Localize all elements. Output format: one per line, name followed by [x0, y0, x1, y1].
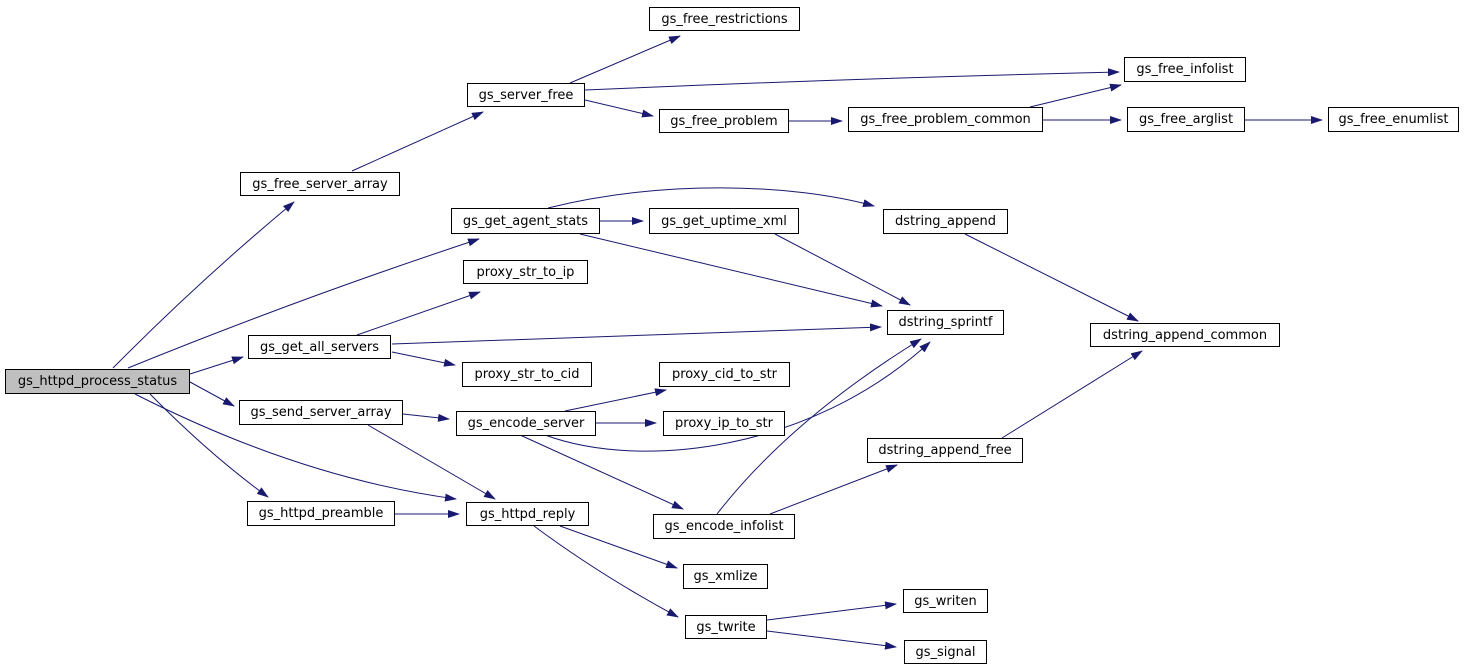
node-gs_httpd_reply[interactable]: gs_httpd_reply [466, 502, 589, 526]
node-dstring_append_free[interactable]: dstring_append_free [867, 438, 1023, 463]
edge-gs_server_free-to-gs_free_infolist [584, 68, 1120, 91]
edge-gs_encode_server-to-proxy_cid_to_str [564, 388, 667, 412]
edge-gs_server_free-to-gs_free_problem [584, 99, 654, 118]
edge-gs_get_all_servers-to-proxy_str_to_cid [391, 351, 456, 367]
edge-gs_free_server_array-to-gs_server_free [351, 111, 484, 172]
node-proxy_str_to_ip[interactable]: proxy_str_to_ip [463, 260, 588, 284]
edge-gs_get_all_servers-to-dstring_sprintf [391, 323, 882, 345]
node-gs_get_uptime_xml[interactable]: gs_get_uptime_xml [649, 208, 799, 234]
node-dstring_append_common[interactable]: dstring_append_common [1090, 323, 1280, 347]
node-gs_xmlize[interactable]: gs_xmlize [683, 564, 768, 589]
edge-gs_get_all_servers-to-proxy_str_to_ip [356, 291, 481, 336]
edge-gs_httpd_process_status-to-gs_get_agent_stats [127, 238, 480, 369]
node-gs_encode_infolist[interactable]: gs_encode_infolist [653, 514, 795, 539]
edge-gs_httpd_process_status-to-gs_get_all_servers [189, 356, 244, 375]
edge-gs_httpd_process_status-to-gs_send_server_array [189, 381, 235, 407]
edge-dstring_append-to-dstring_append_common [964, 233, 1139, 322]
node-dstring_append[interactable]: dstring_append [883, 209, 1008, 234]
node-proxy_ip_to_str[interactable]: proxy_ip_to_str [663, 411, 785, 436]
node-gs_server_free[interactable]: gs_server_free [467, 83, 585, 107]
edge-gs_httpd_process_status-to-gs_httpd_reply [134, 393, 457, 502]
edge-gs_twrite-to-gs_writen [766, 601, 897, 621]
node-gs_free_server_array[interactable]: gs_free_server_array [240, 172, 400, 196]
edge-gs_httpd_process_status-to-gs_free_server_array [112, 201, 295, 369]
node-proxy_cid_to_str[interactable]: proxy_cid_to_str [659, 362, 790, 387]
edge-gs_httpd_reply-to-gs_xmlize [559, 525, 678, 569]
edge-dstring_append_free-to-dstring_append_common [1001, 350, 1143, 439]
edge-gs_free_problem_common-to-gs_free_infolist [1029, 83, 1122, 108]
node-gs_free_problem_common[interactable]: gs_free_problem_common [848, 107, 1043, 132]
node-gs_send_server_array[interactable]: gs_send_server_array [239, 400, 403, 425]
edge-gs_encode_infolist-to-dstring_append_free [769, 464, 898, 515]
edge-gs_twrite-to-gs_signal [766, 630, 897, 650]
node-gs_free_problem[interactable]: gs_free_problem [659, 109, 789, 133]
edge-gs_send_server_array-to-gs_encode_server [402, 413, 450, 422]
node-gs_writen[interactable]: gs_writen [903, 589, 988, 613]
edge-gs_get_uptime_xml-to-dstring_sprintf [774, 233, 911, 306]
node-gs_get_agent_stats[interactable]: gs_get_agent_stats [451, 208, 600, 234]
node-proxy_str_to_cid[interactable]: proxy_str_to_cid [462, 362, 592, 387]
edge-gs_encode_server-to-dstring_sprintf [544, 341, 931, 452]
node-gs_signal[interactable]: gs_signal [904, 640, 987, 664]
node-gs_httpd_preamble[interactable]: gs_httpd_preamble [247, 501, 395, 526]
node-dstring_sprintf[interactable]: dstring_sprintf [887, 310, 1004, 335]
edge-gs_encode_server-to-gs_encode_infolist [519, 434, 684, 510]
edge-gs_encode_infolist-to-dstring_sprintf [716, 338, 922, 515]
edge-gs_get_agent_stats-to-dstring_append [547, 187, 875, 209]
node-gs_free_restrictions[interactable]: gs_free_restrictions [649, 7, 800, 31]
node-gs_free_infolist[interactable]: gs_free_infolist [1124, 57, 1246, 82]
node-gs_twrite[interactable]: gs_twrite [685, 615, 767, 639]
node-gs_free_enumlist[interactable]: gs_free_enumlist [1328, 107, 1459, 132]
edge-gs_httpd_reply-to-gs_twrite [533, 525, 679, 618]
node-gs_get_all_servers[interactable]: gs_get_all_servers [248, 335, 391, 359]
edge-gs_send_server_array-to-gs_httpd_reply [367, 424, 496, 500]
node-gs_httpd_process_status: gs_httpd_process_status [5, 369, 190, 394]
edge-gs_server_free-to-gs_free_restrictions [569, 35, 681, 84]
node-gs_encode_server[interactable]: gs_encode_server [456, 411, 596, 436]
node-gs_free_arglist[interactable]: gs_free_arglist [1127, 107, 1245, 132]
edge-gs_get_agent_stats-to-dstring_sprintf [579, 233, 883, 308]
